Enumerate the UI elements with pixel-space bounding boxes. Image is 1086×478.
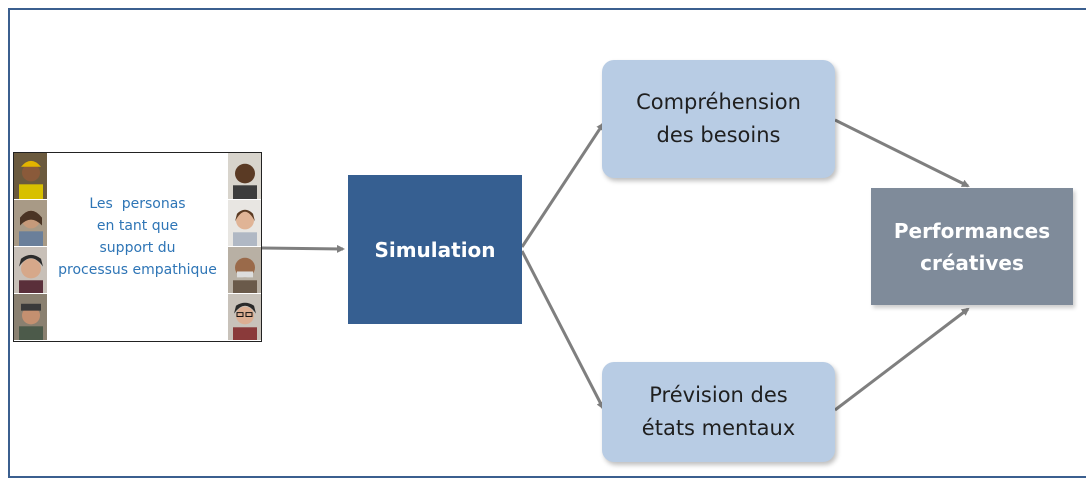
elderly-man-photo (228, 247, 261, 294)
woman-glasses-photo (228, 294, 261, 341)
smiling-woman-photo (14, 247, 47, 294)
persona-line-3: support du (99, 240, 176, 256)
man-cap-photo (14, 294, 47, 341)
persona-line-1: Les personas (89, 196, 186, 212)
performance-line-2: créatives (920, 250, 1024, 275)
persona-line-4: processus empathique (58, 262, 217, 278)
creative-performance-box: Performances créatives (871, 188, 1073, 305)
simulation-label: Simulation (374, 237, 496, 262)
persona-photos-right (228, 153, 261, 341)
mental-states-prevision-box: Prévision des états mentaux (602, 362, 835, 462)
understanding-needs-box: Compréhension des besoins (602, 60, 835, 178)
understanding-line-2: des besoins (656, 123, 781, 147)
persona-line-2: en tant que (96, 218, 179, 234)
smiling-man-photo (228, 153, 261, 200)
simulation-box: Simulation (348, 175, 522, 324)
young-woman-photo (228, 200, 261, 247)
woman-scarf-photo (14, 200, 47, 247)
persona-card: Les personas en tant que support du proc… (13, 152, 262, 342)
persona-caption: Les personas en tant que support du proc… (50, 193, 225, 281)
understanding-line-1: Compréhension (636, 90, 801, 114)
persona-photos-left (14, 153, 47, 341)
worker-photo (14, 153, 47, 200)
prevision-line-1: Prévision des (649, 383, 788, 407)
performance-line-1: Performances (893, 218, 1051, 243)
prevision-line-2: états mentaux (641, 416, 796, 440)
